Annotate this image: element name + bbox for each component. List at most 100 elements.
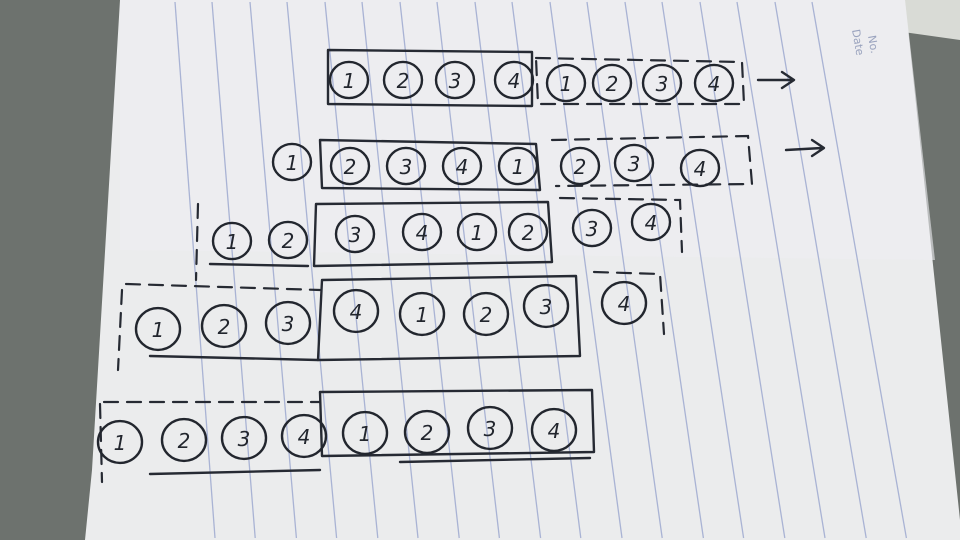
number-circle-icon bbox=[679, 148, 721, 188]
row1-solid-box bbox=[326, 48, 534, 108]
number-circle-icon bbox=[264, 300, 312, 346]
circled-digit: 3 bbox=[586, 217, 599, 241]
circled-number: 3 bbox=[613, 143, 655, 183]
circled-digit: 3 bbox=[540, 295, 553, 319]
row4-solid-box bbox=[316, 274, 582, 362]
circled-digit: 4 bbox=[298, 425, 311, 449]
number-circle-icon bbox=[441, 146, 483, 186]
ruled-line bbox=[211, 1, 256, 539]
ruled-line bbox=[174, 1, 216, 539]
circled-digit: 1 bbox=[286, 151, 299, 175]
number-circle-icon bbox=[96, 419, 144, 465]
ruled-lines bbox=[174, 1, 908, 539]
row5-right-underline bbox=[398, 456, 592, 464]
number-circle-icon bbox=[462, 291, 510, 337]
number-circle-icon bbox=[401, 212, 443, 252]
number-circle-icon bbox=[341, 410, 389, 456]
circled-number: 1 bbox=[456, 212, 498, 252]
circled-number: 3 bbox=[385, 146, 427, 186]
circled-number: 4 bbox=[332, 288, 380, 334]
circled-number: 1 bbox=[398, 291, 446, 337]
number-circle-icon bbox=[134, 306, 182, 352]
number-circle-icon bbox=[334, 214, 376, 254]
ruled-line bbox=[399, 1, 460, 539]
circled-number: 3 bbox=[466, 405, 514, 451]
number-circle-icon bbox=[693, 63, 735, 103]
number-circle-icon bbox=[211, 221, 253, 261]
circled-digit: 3 bbox=[628, 152, 641, 176]
number-circle-icon bbox=[332, 288, 380, 334]
circled-digit: 3 bbox=[238, 427, 251, 451]
circled-number: 4 bbox=[679, 148, 721, 188]
circled-digit: 2 bbox=[606, 72, 619, 96]
ruled-line bbox=[511, 1, 582, 539]
number-circle-icon bbox=[613, 143, 655, 183]
circled-number: 3 bbox=[522, 283, 570, 329]
circled-number: 4 bbox=[693, 63, 735, 103]
ruled-line bbox=[361, 1, 419, 539]
number-circle-icon bbox=[545, 63, 587, 103]
number-circle-icon bbox=[382, 60, 424, 100]
circled-digit: 4 bbox=[618, 292, 631, 316]
circled-digit: 2 bbox=[344, 155, 357, 179]
row3-left-bracket bbox=[194, 202, 200, 282]
circled-digit: 1 bbox=[359, 422, 372, 446]
circled-digit: 4 bbox=[350, 300, 363, 324]
ruled-line bbox=[249, 1, 298, 539]
circled-digit: 3 bbox=[449, 69, 462, 93]
row4-top-dashes bbox=[124, 282, 322, 292]
circled-number: 2 bbox=[403, 409, 451, 455]
circled-number: 2 bbox=[591, 63, 633, 103]
circled-number: 3 bbox=[641, 63, 683, 103]
circled-number: 4 bbox=[401, 212, 443, 252]
number-circle-icon bbox=[403, 409, 451, 455]
circled-digit: 4 bbox=[508, 69, 521, 93]
circled-number: 4 bbox=[600, 280, 648, 326]
circled-digit: 4 bbox=[456, 155, 469, 179]
row5-underline bbox=[148, 468, 322, 476]
number-circle-icon bbox=[220, 415, 268, 461]
circled-digit: 1 bbox=[560, 72, 573, 96]
circled-number: 4 bbox=[530, 407, 578, 453]
row4-dashed-bracket bbox=[592, 270, 666, 336]
row2-dashed-box bbox=[550, 134, 754, 188]
circled-digit: 2 bbox=[397, 69, 410, 93]
circled-digit: 2 bbox=[218, 315, 231, 339]
circled-digit: 1 bbox=[471, 221, 484, 245]
number-circle-icon bbox=[267, 220, 309, 260]
circled-digit: 1 bbox=[226, 230, 239, 254]
circled-number: 1 bbox=[96, 419, 144, 465]
ruled-line bbox=[736, 1, 826, 539]
number-circle-icon bbox=[571, 208, 613, 248]
circled-number: 2 bbox=[160, 417, 208, 463]
number-circle-icon bbox=[160, 417, 208, 463]
circled-number: 4 bbox=[630, 202, 672, 242]
ruled-line bbox=[774, 1, 867, 539]
ruled-line bbox=[624, 1, 705, 539]
number-circle-icon bbox=[328, 60, 370, 100]
arrows bbox=[756, 70, 826, 158]
ruled-line bbox=[474, 1, 542, 539]
circled-number: 2 bbox=[559, 146, 601, 186]
row3-solid-box bbox=[312, 200, 554, 268]
circled-digit: 1 bbox=[152, 318, 165, 342]
circled-digit: 1 bbox=[416, 303, 429, 327]
circled-number: 1 bbox=[271, 142, 313, 182]
circled-number: 1 bbox=[545, 63, 587, 103]
number-circle-icon bbox=[271, 142, 313, 182]
circled-digit: 2 bbox=[421, 421, 434, 445]
circled-number: 3 bbox=[571, 208, 613, 248]
number-circle-icon bbox=[398, 291, 446, 337]
circled-number: 4 bbox=[280, 413, 328, 459]
row1-arrow-icon bbox=[756, 70, 796, 90]
circled-digit: 1 bbox=[114, 431, 127, 455]
handwritten-boxes bbox=[98, 48, 754, 484]
circled-digit: 2 bbox=[480, 303, 493, 327]
circled-number: 1 bbox=[497, 146, 539, 186]
ruled-line bbox=[699, 1, 786, 539]
circled-number: 3 bbox=[434, 60, 476, 100]
row2-arrow-icon bbox=[784, 138, 826, 158]
row5-left-bracket bbox=[98, 402, 104, 484]
number-circle-icon bbox=[280, 413, 328, 459]
